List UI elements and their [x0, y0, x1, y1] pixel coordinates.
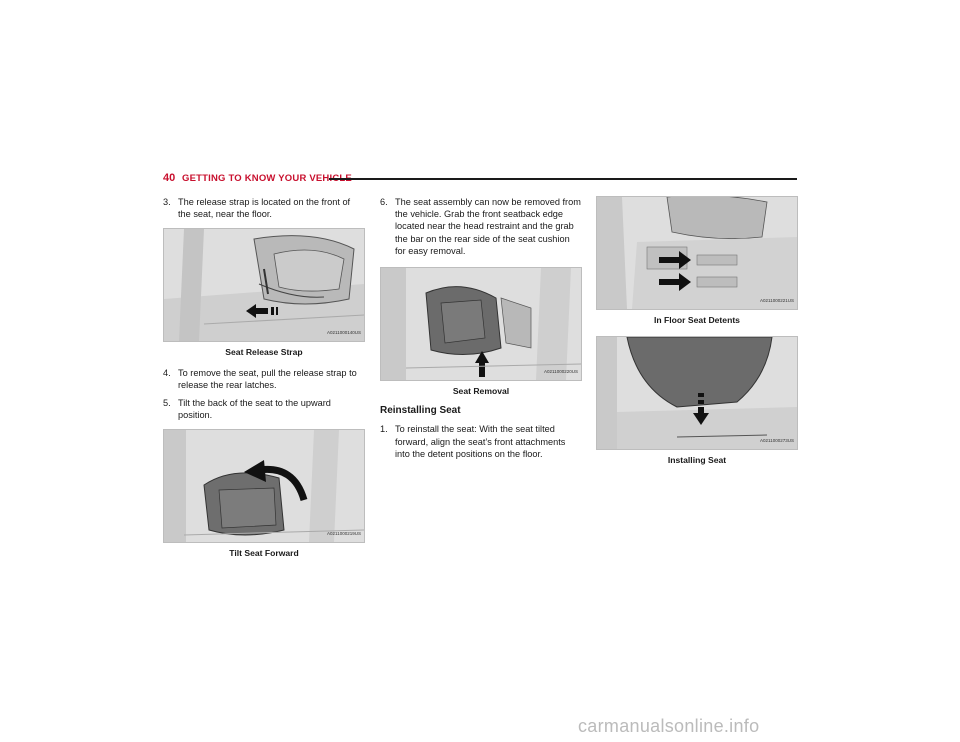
caption-in-floor-seat-detents: In Floor Seat Detents [654, 315, 740, 325]
step-6-text: The seat assembly can now be removed fro… [395, 197, 581, 256]
figure-code: A0211000273US [760, 438, 794, 443]
seat-removal-illustration [381, 268, 581, 381]
in-floor-seat-detents-illustration [597, 197, 797, 309]
header-rule [329, 178, 797, 180]
figure-in-floor-seat-detents: A0211000221US [596, 196, 798, 310]
figure-tilt-seat-forward: A0211000219US [163, 429, 365, 544]
step-3: 3. The release strap is located on the f… [163, 197, 351, 220]
section-title: GETTING TO KNOW YOUR VEHICLE [182, 173, 352, 184]
page-header: 40 GETTING TO KNOW YOUR VEHICLE [163, 172, 797, 186]
installing-seat-illustration [597, 337, 797, 450]
tilt-seat-forward-illustration [164, 430, 364, 543]
step-4-text: To remove the seat, pull the release str… [178, 367, 357, 390]
figure-code: A0211000140US [327, 330, 361, 336]
figure-code: A0211000221US [760, 297, 794, 303]
caption-seat-removal: Seat Removal [452, 386, 510, 397]
caption-installing-seat: Installing Seat [667, 455, 727, 466]
figure-seat-removal: A0211000220US [380, 267, 582, 382]
step-3-text: The release strap is located on the fron… [178, 197, 351, 220]
footer-watermark[interactable]: carmanualsonline.info [578, 716, 760, 736]
seat-release-strap-illustration [164, 229, 364, 342]
step-5-text: Tilt the back of the seat to the upward … [178, 398, 331, 421]
column-2: 6. The seat assembly can now be removed … [380, 196, 582, 466]
caption-tilt-seat-forward: Tilt Seat Forward [229, 548, 299, 559]
step-6: 6. The seat assembly can now be removed … [380, 197, 581, 256]
figure-seat-release-strap: A0211000140US [163, 228, 365, 343]
column-1: 3. The release strap is located on the f… [163, 196, 365, 568]
figure-code: A0211000220US [544, 368, 578, 374]
figure-installing-seat: A0211000273US [596, 336, 798, 451]
step-1-text: To reinstall the seat: With the seat til… [395, 424, 566, 459]
figure-code: A0211000219US [327, 531, 361, 537]
subheading-reinstalling-seat: Reinstalling Seat [380, 405, 461, 417]
step-5: 5. Tilt the back of the seat to the upwa… [163, 398, 331, 421]
column-3: A0211000221US In Floor Seat Detents A021… [596, 196, 798, 474]
page-number: 40 [163, 172, 176, 184]
step-1: 1. To reinstall the seat: With the seat … [380, 424, 566, 459]
step-4: 4. To remove the seat, pull the release … [163, 367, 357, 390]
caption-seat-release-strap: Seat Release Strap [225, 347, 303, 358]
